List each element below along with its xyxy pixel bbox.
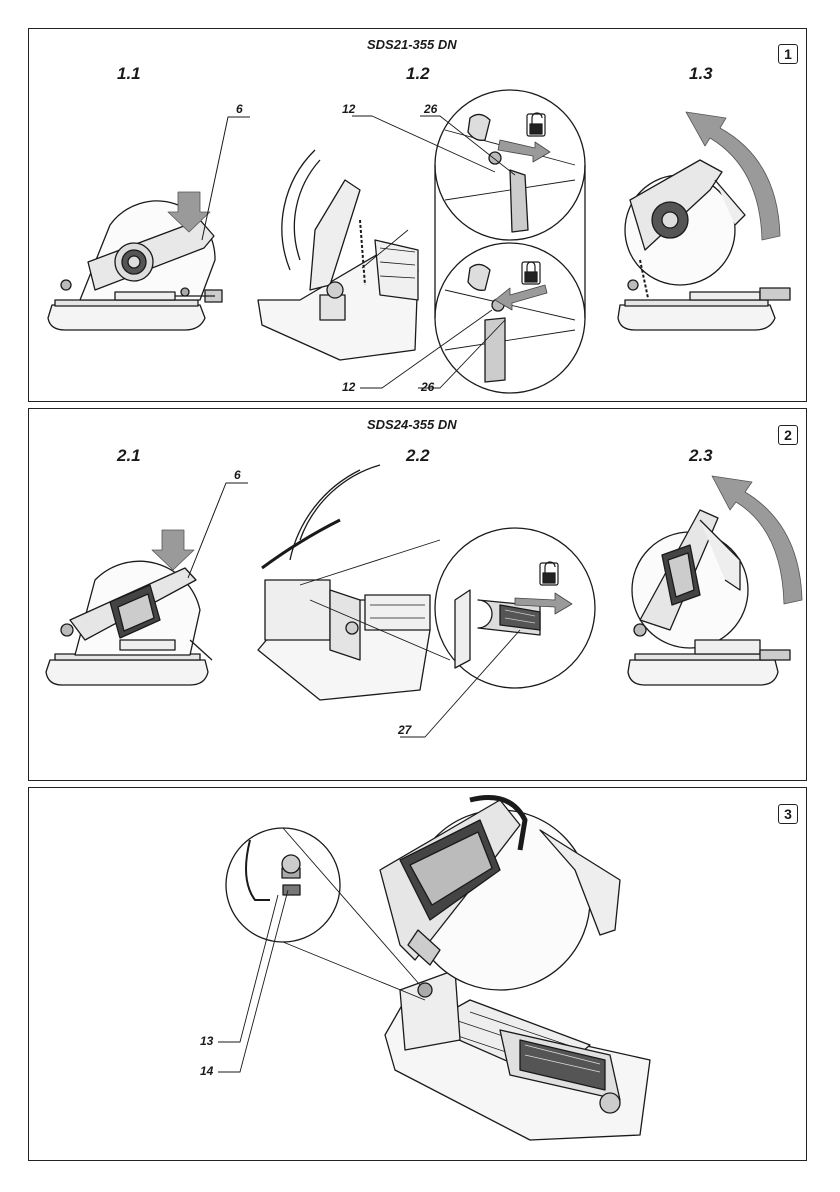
callout-12-bottom: 12	[342, 380, 355, 394]
lock-icon	[522, 262, 540, 284]
callout-27: 27	[398, 723, 411, 737]
panel-1-model-title: SDS21-355 DN	[367, 37, 457, 52]
figure-2-1-label: 2.1	[117, 446, 141, 466]
callout-26-top: 26	[424, 102, 437, 116]
figure-2-3-label: 2.3	[689, 446, 713, 466]
saw-2-1-drawing	[46, 561, 212, 685]
figure-1-3-label: 1.3	[689, 64, 713, 84]
saw-2-3-drawing	[628, 510, 790, 685]
panel-2-badge: 2	[778, 425, 798, 445]
panel-3-badge: 3	[778, 804, 798, 824]
callout-12-top: 12	[342, 102, 355, 116]
saw-2-2-drawing	[258, 465, 430, 700]
callout-6-fig1: 6	[236, 102, 243, 116]
figure-2-2-label: 2.2	[406, 446, 430, 466]
saw-1-2-drawing	[258, 150, 418, 360]
callout-6-fig2: 6	[234, 468, 241, 482]
zoom-circle-unlocked	[435, 90, 585, 240]
callout-14: 14	[200, 1064, 213, 1078]
panel-1-badge: 1	[778, 44, 798, 64]
unlock-icon-2	[540, 562, 558, 585]
saw-3-drawing	[380, 798, 650, 1141]
panel-2-model-title: SDS24-355 DN	[367, 417, 457, 432]
unlock-icon	[527, 113, 545, 136]
callout-26-bottom: 26	[421, 380, 434, 394]
zoom-circle-locked	[435, 243, 585, 393]
figure-1-2-label: 1.2	[406, 64, 430, 84]
figure-1-1-label: 1.1	[117, 64, 141, 84]
callout-13: 13	[200, 1034, 213, 1048]
